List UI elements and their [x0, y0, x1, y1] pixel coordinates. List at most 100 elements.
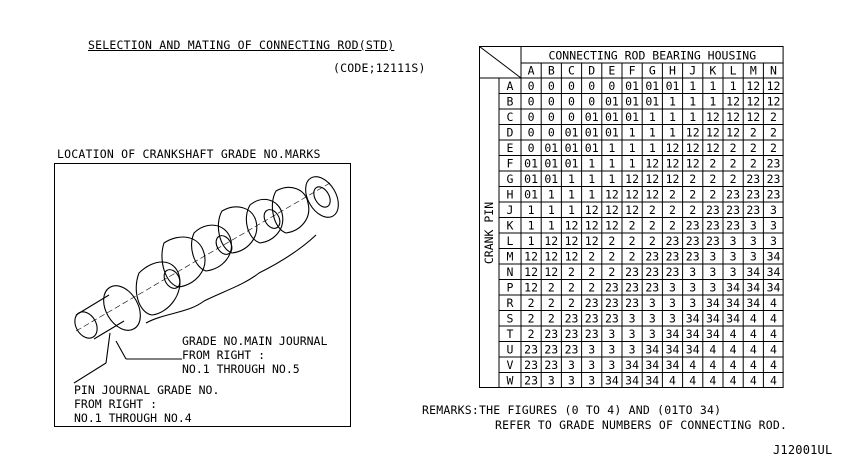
table-cell: 1	[588, 172, 595, 186]
table-cell: 12	[726, 125, 740, 139]
table-cell: 01	[625, 79, 639, 93]
table-cell: 3	[588, 373, 595, 387]
table-cell: 3	[548, 373, 555, 387]
table-cell: 0	[568, 110, 575, 124]
table-cell: 23	[524, 342, 538, 356]
table-cell: 1	[608, 141, 615, 155]
row-header: K	[507, 218, 514, 232]
table-cell: 3	[709, 265, 716, 279]
table-cell: 2	[608, 265, 615, 279]
table-cell: 23	[565, 327, 579, 341]
row-header: C	[507, 110, 514, 124]
table-cell: 01	[625, 94, 639, 108]
table-cell: 34	[666, 327, 680, 341]
table-cell: 34	[726, 311, 740, 325]
main-journal-callout: GRADE NO.MAIN JOURNAL FROM RIGHT : NO.1 …	[182, 334, 327, 376]
row-header: E	[507, 141, 514, 155]
table-cell: 2	[770, 125, 777, 139]
table-cell: 2	[548, 296, 555, 310]
table-cell: 34	[726, 296, 740, 310]
table-cell: 12	[666, 141, 680, 155]
table-cell: 2	[689, 203, 696, 217]
table-cell: 2	[709, 187, 716, 201]
table-cell: 1	[649, 125, 656, 139]
table-cell: 01	[524, 187, 538, 201]
table-cell: 23	[605, 311, 619, 325]
table-cell: 12	[686, 125, 700, 139]
column-header: B	[548, 64, 555, 78]
table-cell: 0	[548, 110, 555, 124]
table-cell: 23	[625, 265, 639, 279]
table-cell: 3	[730, 249, 737, 263]
table-cell: 2	[649, 234, 656, 248]
table-cell: 3	[689, 265, 696, 279]
table-cell: 01	[565, 125, 579, 139]
table-cell: 4	[750, 327, 757, 341]
table-cell: 23	[544, 342, 558, 356]
table-cell: 2	[528, 311, 535, 325]
table-cell: 12	[565, 218, 579, 232]
remarks-line2: REFER TO GRADE NUMBERS OF CONNECTING ROD…	[495, 418, 788, 432]
table-cell: 12	[544, 265, 558, 279]
table-cell: 4	[669, 373, 676, 387]
table-cell: 12	[706, 141, 720, 155]
table-cell: 23	[726, 203, 740, 217]
table-cell: 1	[629, 125, 636, 139]
table-cell: 4	[770, 311, 777, 325]
table-cell: 12	[706, 125, 720, 139]
table-cell: 3	[568, 358, 575, 372]
table-cell: 23	[726, 218, 740, 232]
main-journal-line2: FROM RIGHT :	[182, 348, 265, 362]
table-cell: 1	[548, 203, 555, 217]
table-cell: 12	[746, 110, 760, 124]
table-cell: 4	[709, 342, 716, 356]
table-cell: 1	[608, 172, 615, 186]
table-cell: 2	[608, 234, 615, 248]
table-cell: 23	[565, 342, 579, 356]
table-cell: 23	[645, 280, 659, 294]
table-cell: 2	[770, 141, 777, 155]
table-cell: 12	[524, 249, 538, 263]
table-cell: 12	[706, 110, 720, 124]
column-header: A	[528, 64, 535, 78]
table-cell: 2	[730, 141, 737, 155]
table-cell: 34	[605, 373, 619, 387]
row-header: U	[507, 342, 514, 356]
table-cell: 34	[625, 373, 639, 387]
table-cell: 34	[746, 280, 760, 294]
table-grid	[479, 46, 784, 388]
table-cell: 34	[645, 342, 659, 356]
table-cell: 4	[770, 342, 777, 356]
diagonal-divider	[479, 46, 522, 79]
table-cell: 23	[544, 358, 558, 372]
row-header: H	[507, 187, 514, 201]
table-cell: 23	[706, 218, 720, 232]
table-cell: 12	[686, 156, 700, 170]
row-header: S	[507, 311, 514, 325]
table-cell: 23	[585, 327, 599, 341]
table-cell: 2	[568, 296, 575, 310]
table-cell: 12	[585, 234, 599, 248]
table-cell: 01	[605, 125, 619, 139]
table-cell: 01	[544, 141, 558, 155]
table-cell: 12	[666, 172, 680, 186]
table-cell: 23	[706, 203, 720, 217]
table-cell: 1	[528, 218, 535, 232]
table-cell: 0	[588, 79, 595, 93]
table-cell: 1	[669, 110, 676, 124]
table-cell: 3	[730, 265, 737, 279]
table-cell: 2	[629, 218, 636, 232]
table-cell: 1	[689, 110, 696, 124]
table-cell: 23	[605, 296, 619, 310]
table-cell: 01	[625, 110, 639, 124]
table-cell: 12	[645, 187, 659, 201]
table-cell: 2	[709, 156, 716, 170]
table-cell: 4	[750, 311, 757, 325]
table-cell: 12	[625, 203, 639, 217]
column-header: J	[689, 64, 696, 78]
column-header: F	[629, 64, 636, 78]
table-cell: 1	[548, 218, 555, 232]
table-cell: 4	[770, 296, 777, 310]
table-cell: 01	[605, 110, 619, 124]
